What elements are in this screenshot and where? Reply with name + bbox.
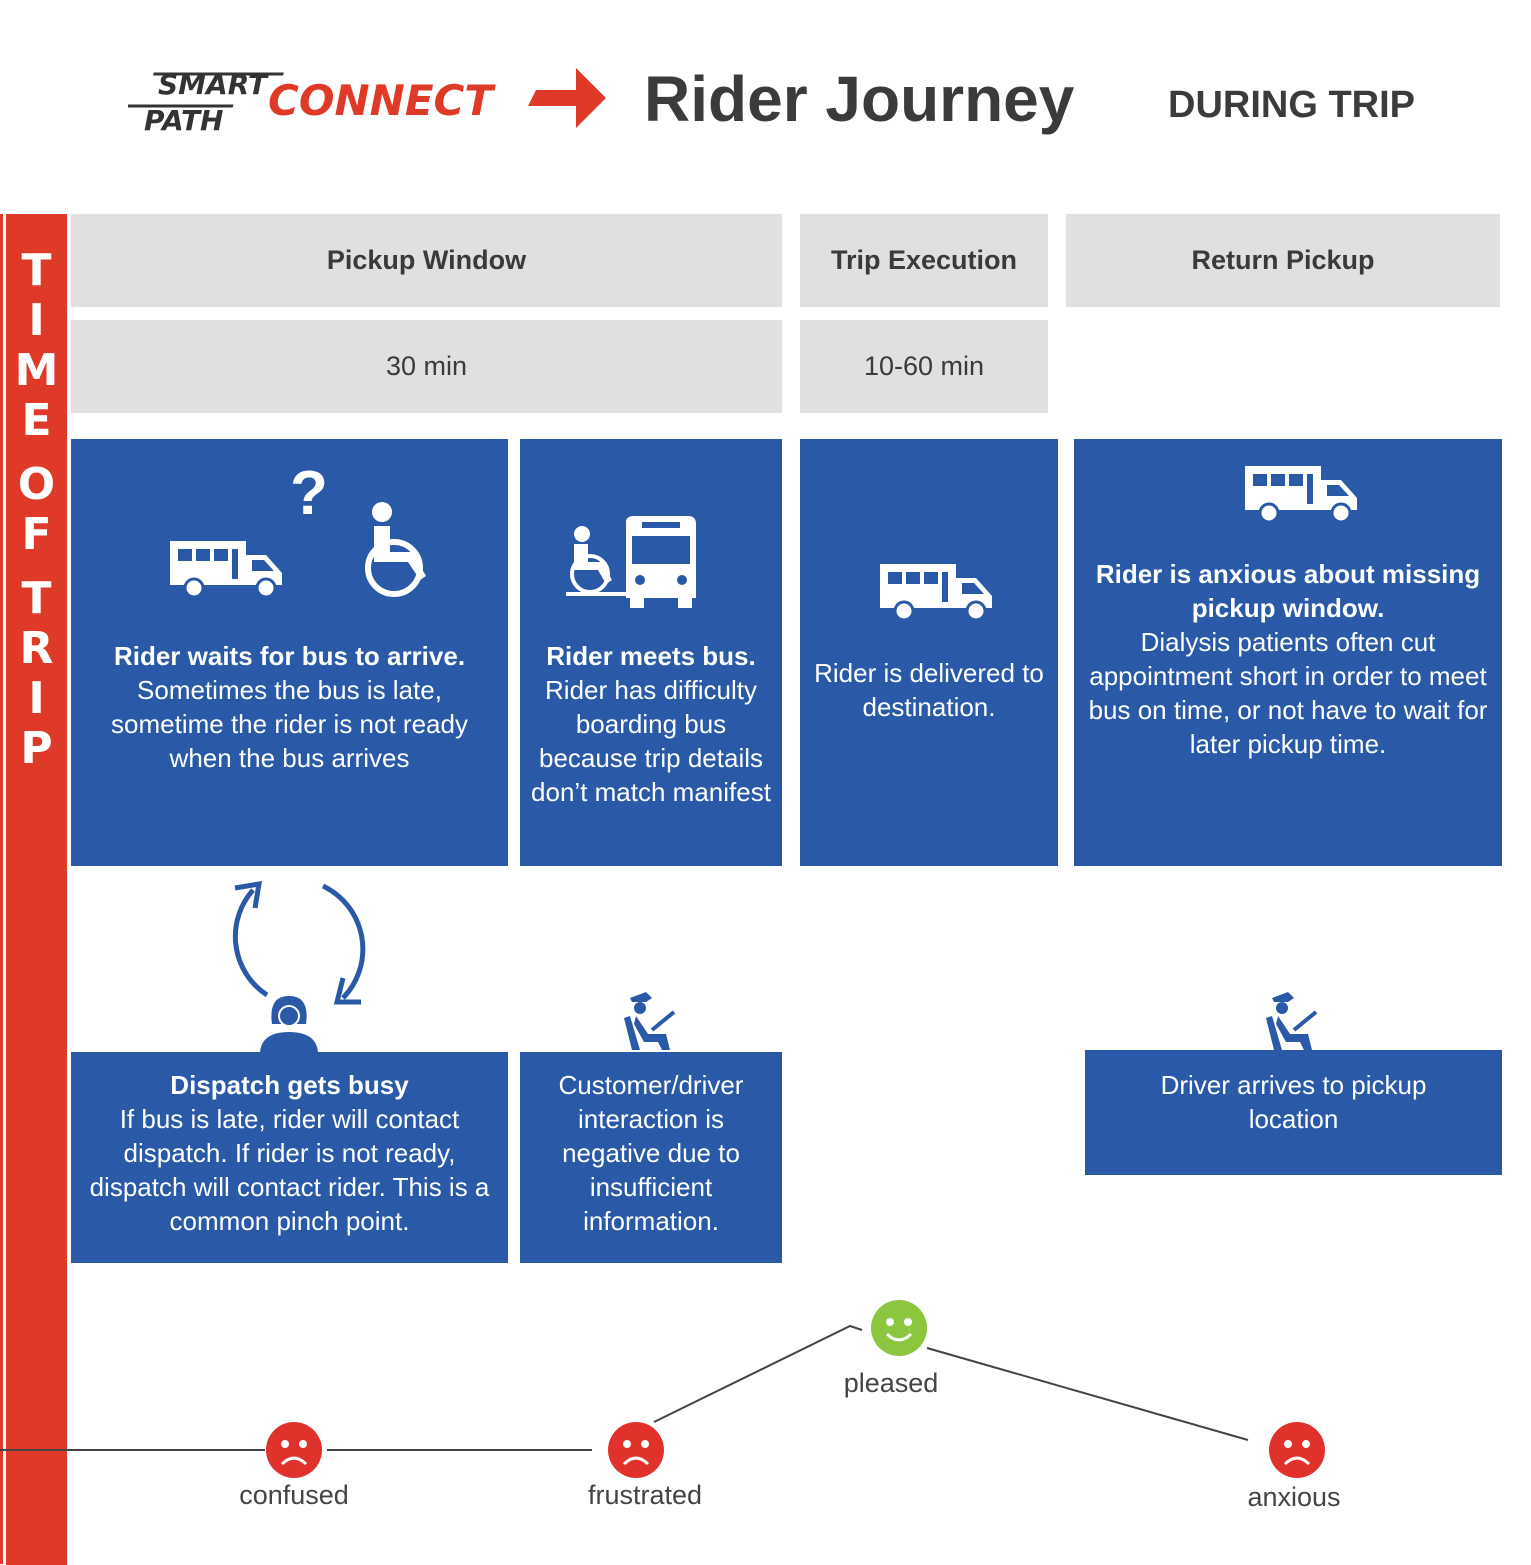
logo: SMART PATH CONNECT (124, 60, 608, 144)
emotion-frustrated: frustrated (545, 1422, 745, 1532)
sad-face-icon (266, 1422, 322, 1478)
sidebar-letter: T (21, 573, 52, 624)
emotion-label: frustrated (587, 1480, 703, 1510)
card-body: Dialysis patients often cut appointment … (1088, 627, 1488, 759)
touchpoint-dispatch: Dispatch gets busy If bus is late, rider… (71, 1052, 508, 1263)
sidebar-letter: F (21, 509, 52, 560)
sidebar-letter: T (21, 245, 52, 296)
card-title: Dispatch gets busy (170, 1070, 409, 1100)
card-body: Rider is delivered to destination. (814, 658, 1044, 722)
phase-return-pickup: Return Pickup (1066, 214, 1500, 307)
emotion-label: anxious (1247, 1482, 1341, 1512)
duration-pickup-window: 30 min (71, 320, 782, 413)
logo-path: PATH (144, 104, 223, 137)
card-body: Customer/driver interaction is negative … (558, 1070, 744, 1236)
bus-icon (880, 564, 992, 622)
sad-face-icon (608, 1422, 664, 1478)
left-edge-line (0, 214, 3, 1564)
emotion-curve (0, 1324, 1249, 1451)
sidebar-letter: O (17, 459, 56, 510)
card-body: Rider has difficulty boarding bus becaus… (531, 675, 771, 807)
logo-mark: SMART PATH CONNECT (124, 68, 606, 137)
sidebar-letter: R (19, 623, 54, 674)
logo-arrow-icon (528, 68, 606, 128)
touchpoint-customer-driver: Customer/driver interaction is negative … (520, 1052, 782, 1263)
emotion-pleased: pleased (791, 1300, 991, 1410)
card-rider-waits: Rider waits for bus to arrive. Sometimes… (71, 439, 508, 866)
bus-boarding-icon (566, 516, 696, 608)
card-rider-delivered: Rider is delivered to destination. (800, 439, 1058, 866)
card-title: Rider meets bus. (546, 641, 756, 671)
sidebar-letter: I (28, 295, 45, 346)
emotion-label: confused (239, 1480, 349, 1510)
emotion-label: pleased (843, 1368, 939, 1398)
sidebar-letter: E (21, 395, 52, 446)
sad-face-icon (1269, 1422, 1325, 1478)
page-subtitle: DURING TRIP (1168, 84, 1415, 126)
card-title: Rider is anxious about missing pickup wi… (1095, 559, 1481, 623)
emotion-confused: confused (194, 1422, 394, 1532)
phase-pickup-window: Pickup Window (71, 214, 782, 307)
wheelchair-icon (365, 502, 426, 597)
card-rider-anxious: Rider is anxious about missing pickup wi… (1074, 439, 1502, 866)
sidebar-letter: I (28, 673, 45, 724)
sidebar-letter: M (14, 345, 59, 396)
driver-icon (1266, 992, 1318, 1050)
cycle-arrows-icon (232, 880, 366, 1005)
card-body: If bus is late, rider will contact dispa… (89, 1104, 490, 1236)
happy-face-icon (871, 1300, 927, 1356)
bus-icon (170, 541, 282, 599)
page-title: Rider Journey (644, 63, 1075, 135)
logo-connect: CONNECT (268, 76, 496, 125)
dispatcher-icon (260, 996, 318, 1052)
card-body: Sometimes the bus is late, sometime the … (111, 675, 468, 773)
phase-trip-execution: Trip Execution (800, 214, 1048, 307)
driver-icon (624, 992, 676, 1050)
card-title: Rider waits for bus to arrive. (113, 641, 466, 671)
card-rider-meets-bus: Rider meets bus. Rider has difficulty bo… (520, 439, 782, 866)
emotion-anxious: anxious (1194, 1422, 1394, 1532)
bus-icon (1245, 466, 1357, 524)
logo-smart: SMART (158, 68, 269, 101)
card-body: Driver arrives to pickup location (1160, 1070, 1427, 1134)
question-mark-icon: ? (290, 459, 328, 528)
touchpoint-driver-arrives: Driver arrives to pickup location (1085, 1050, 1502, 1175)
sidebar-letter: P (20, 723, 53, 774)
duration-trip-execution: 10-60 min (800, 320, 1048, 413)
